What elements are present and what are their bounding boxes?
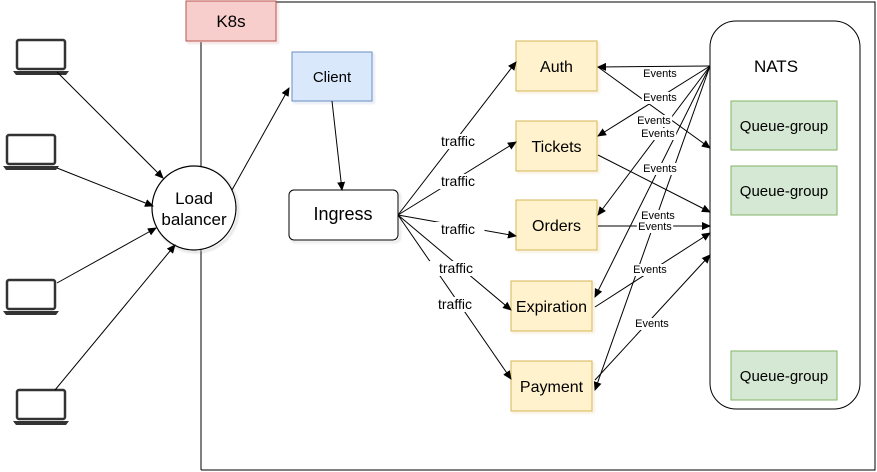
tickets-to-nats-arrow [597,154,711,213]
k8s-label-text: K8s [216,12,245,31]
events-label: Events [635,318,669,330]
events-label-bg [641,68,679,80]
k8s-label: K8s [185,0,277,42]
traffic-label: traffic [438,296,472,312]
traffic-label: traffic [441,133,475,149]
service-label: Auth [540,59,573,76]
lb-to-client-arrow [231,87,290,191]
laptop-to-lb-arrow [56,71,164,179]
service-label: Payment [520,379,584,396]
events-label: Events [638,221,672,233]
events-label: Events [641,128,675,140]
events-label: Events [643,68,677,80]
laptop-to-lb-arrow [54,244,176,391]
events-label-bg [633,318,671,330]
service-node: Payment [510,360,593,412]
traffic-label: traffic [439,260,473,276]
events-label-bg [631,264,669,276]
events-label: Events [641,210,675,222]
queue-group-label: Queue-group [740,368,828,385]
nats-title: NATS [754,57,798,76]
events-label-bg [635,115,673,127]
traffic-label: traffic [441,221,475,237]
auth-to-nats-arrow [597,66,711,149]
load-balancer-label-line2: balancer [161,210,227,229]
laptop-icon [13,388,69,425]
events-label: Events [643,163,677,175]
events-label-bg [639,210,677,222]
queue-group-label: Queue-group [740,118,828,135]
ingress-node: Ingress [288,189,399,241]
traffic-label-bg [428,297,482,312]
events-label: Events [633,264,667,276]
nats-to-expiration-arrow [594,65,711,298]
service-node: Tickets [515,120,598,172]
load-balancer-label-line1: Load [175,189,213,208]
client-to-ingress-arrow [331,100,346,191]
service-node: Auth [515,40,598,92]
client-node: Client [291,51,373,102]
queue-group-label: Queue-group [740,183,828,200]
events-label-bg [641,92,679,104]
traffic-label-bg [431,222,485,237]
load-balancer-node: Load balancer [151,165,237,251]
events-label-bg [641,163,679,175]
events-label: Events [637,115,671,127]
laptop-icon [3,278,59,315]
queue-group: Queue-group [730,100,838,151]
laptop-to-lb-arrow [56,167,154,207]
traffic-label-bg [429,261,483,276]
nats-to-auth-arrow [597,62,711,71]
laptop-icon [13,38,69,75]
events-label: Events [643,92,677,104]
laptop-to-lb-arrow [56,227,157,284]
queue-group: Queue-group [730,165,838,216]
events-label-bg [636,221,674,233]
laptop-icon [3,133,59,170]
events-label-bg [639,128,677,140]
payment-to-nats-arrow [594,254,711,381]
service-label: Tickets [531,139,581,156]
traffic-label-bg [431,174,485,189]
nats-to-orders-arrow [597,65,711,216]
ingress-label: Ingress [313,204,372,224]
service-node: Orders [515,199,598,251]
client-label: Client [313,69,352,86]
traffic-label-bg [431,134,485,149]
traffic-label: traffic [441,173,475,189]
queue-group: Queue-group [730,350,838,401]
service-label: Orders [532,218,581,235]
service-node: Expiration [510,280,593,332]
service-label: Expiration [516,299,587,316]
